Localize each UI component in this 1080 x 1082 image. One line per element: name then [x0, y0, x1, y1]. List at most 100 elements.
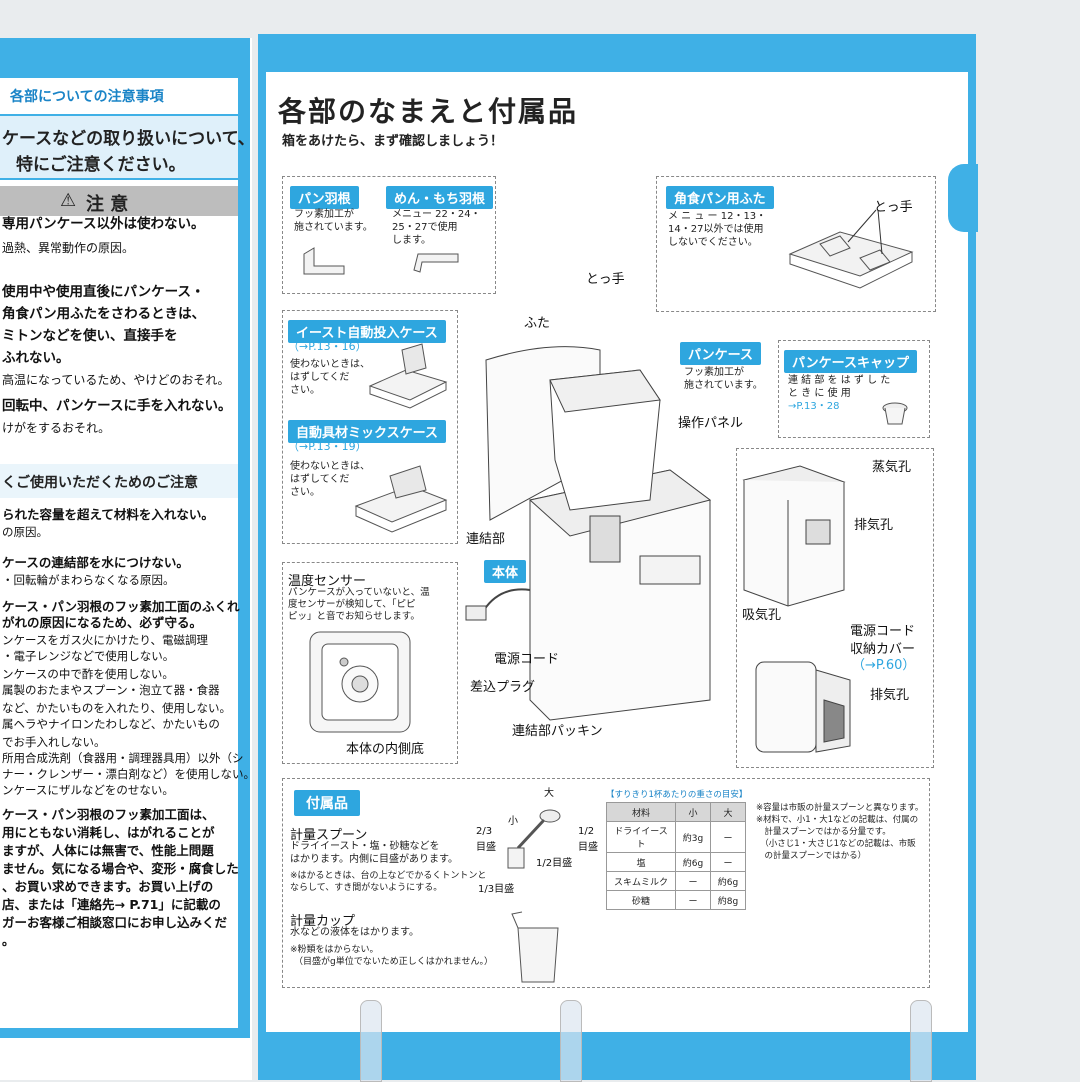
caution-icon: ⚠: [60, 190, 77, 211]
left-usage-line: ンケースをガス火にかけたり、電磁調理: [2, 633, 208, 647]
table-cell: ー: [675, 890, 711, 910]
yeast-label: イースト自動投入ケース: [288, 320, 446, 343]
mark-12: 1/2目盛: [536, 858, 573, 869]
kakushoku-desc-3: しないでください。: [668, 237, 758, 248]
label-link: 連結部: [466, 532, 506, 547]
rear-illustration: [742, 465, 846, 607]
rear-cord-cover-1: 電源コード: [850, 624, 916, 639]
table-cell: 約3g: [675, 821, 711, 853]
caution-label: 注 意: [86, 194, 129, 215]
spoon-illustration: [507, 809, 561, 869]
men-mochi-desc-3: します。: [392, 235, 431, 246]
stand-mid: [560, 1000, 582, 1082]
left-usage-line: 店、または「連絡先→ P.71」に記載の: [2, 897, 221, 912]
table-cell: 塩: [606, 852, 676, 872]
mix-desc-3: さい。: [290, 487, 320, 498]
temp-sensor-desc-3: ピッ」と音でお知らせします。: [288, 611, 420, 622]
left-usage-line: ンケースにザルなどをのせない。: [2, 783, 174, 797]
rear-cord-cover-2: 収納カバー: [850, 642, 916, 657]
left-usage-line: など、かたいものを入れたり、使用しない。: [2, 701, 231, 715]
kakushoku-label: 角食パン用ふた: [666, 186, 774, 209]
left-caution-line: 過熱、異常動作の原因。: [2, 241, 135, 255]
cap-desc-2: と き に 使 用: [788, 388, 851, 399]
label-pancase: パンケース: [680, 342, 762, 365]
stand-right: [910, 1000, 932, 1082]
left-section2-bar: くご使用いただくためのご注意: [0, 464, 238, 498]
label-handle: とっ手: [586, 272, 625, 287]
pancase-desc-2: 施されています。: [684, 380, 763, 391]
mark-12a: 1/2: [578, 826, 595, 837]
men-mochi-desc-2: 25・27で使用: [392, 222, 458, 233]
table-title: 【すりきり1杯あたりの重さの目安】: [606, 790, 748, 800]
temp-sensor-label: 温度センサー: [288, 574, 367, 589]
cup-title: 計量カップ: [290, 914, 356, 929]
inner-bottom-caption: 本体の内側底: [346, 742, 425, 757]
left-usage-line: ケース・パン羽根のフッ素加工面のふくれ: [2, 599, 240, 614]
left-caution-line: ふれない。: [2, 350, 70, 366]
bread-machine-illustration: [465, 346, 712, 721]
table-row: スキムミルクー約6g: [606, 871, 746, 891]
left-usage-line: ・電子レンジなどで使用しない。: [2, 649, 175, 663]
label-packing: 連結部パッキン: [512, 724, 603, 739]
accessory-note-line: （小さじ1・大さじ1などの記載は、市販: [756, 839, 916, 849]
table-cell: ー: [710, 821, 746, 853]
left-heading-box: ケースなどの取り扱いについて、 特にご注意ください。: [0, 114, 255, 180]
spoon-desc-2: はかります。内側に目盛があります。: [290, 854, 458, 865]
temp-sensor-desc-1: パンケースが入っていないと、温: [288, 587, 430, 598]
kakushoku-handle-label: とっ手: [874, 200, 913, 215]
left-usage-line: 属ヘラやナイロンたわしなど、かたいもの: [2, 717, 220, 731]
pan-hane-label: パン羽根: [290, 186, 359, 209]
mark-23: 2/3: [476, 826, 493, 837]
table-cell: ドライイースト: [606, 821, 676, 853]
cup-note-2: （目盛がg単位でないため正しくはかれません。）: [294, 957, 493, 967]
left-caution-line: けがをするおそれ。: [2, 421, 111, 435]
yeast-case-illustration: [368, 343, 448, 409]
left-heading-2: 特にご注意ください。: [16, 155, 186, 175]
kakushoku-lid-illustration: [788, 209, 914, 289]
yeast-ref: （→P.13・16）: [288, 340, 367, 353]
left-caution-line: 使用中や使用直後にパンケース・: [2, 284, 205, 300]
accessories-label: 付属品: [294, 790, 360, 816]
kakushoku-desc-1: メ ニ ュ ー 12・13・: [668, 211, 767, 222]
cap-label: パンケースキャップ: [784, 350, 918, 373]
left-usage-line: ケース・パン羽根のフッ素加工面は、: [2, 807, 215, 822]
pan-hane-desc-2: 施されています。: [294, 222, 373, 233]
left-usage-line: の原因。: [2, 525, 48, 539]
left-usage-line: ナー・クレンザー・漂白剤など）を使用しない。: [2, 767, 255, 781]
mark-large: 大: [544, 788, 554, 799]
left-caution-line: 角食パン用ふたをさわるときは、: [2, 306, 206, 322]
mark-12ab: 目盛: [578, 842, 598, 853]
rear-exhaust-2: 排気孔: [870, 688, 910, 703]
label-lid: ふた: [524, 316, 551, 331]
mark-23b: 目盛: [476, 842, 496, 853]
cup-note-1: ※粉類をはからない。: [290, 945, 379, 955]
left-usage-line: ンケースの中で酢を使用しない。: [2, 667, 174, 681]
cup-desc: 水などの液体をはかります。: [290, 927, 419, 938]
left-caution-line: 回転中、パンケースに手を入れない。: [2, 398, 232, 414]
label-plug: 差込プラグ: [470, 680, 536, 695]
yeast-desc-2: はずしてくだ: [290, 372, 350, 383]
cap-desc-1: 連 結 部 を は ず し た: [788, 375, 891, 386]
left-usage-line: 用にともない消耗し、はがれることが: [2, 825, 215, 840]
table-cell: 約8g: [710, 890, 746, 910]
table-cell: 約6g: [675, 852, 711, 872]
spoon-title: 計量スプーン: [290, 828, 368, 843]
caution-bar: ⚠ 注 意: [0, 186, 238, 216]
spoon-note-2: ならして、すき間がないようにする。: [290, 883, 443, 893]
page-title: 各部のなまえと付属品: [278, 95, 579, 128]
cap-desc-3: →P.13・28: [788, 401, 840, 412]
yeast-desc-1: 使わないときは、: [290, 359, 370, 370]
mix-desc-2: はずしてくだ: [290, 474, 350, 485]
table-cell: ー: [675, 871, 711, 891]
left-header-text: 各部についての注意事項: [10, 89, 164, 105]
inner-bottom-illustration: [309, 631, 411, 733]
rear-cord-cover-ref: （→P.60）: [852, 658, 916, 673]
spoon-note-1: ※はかるときは、台の上などでかるくトントンと: [290, 871, 487, 881]
kakushoku-desc-2: 14・27以外では使用: [668, 224, 764, 235]
mark-small: 小: [508, 816, 518, 827]
left-usage-line: ますが、人体には無害で、性能上問題: [2, 843, 214, 858]
left-caution-line: 専用パンケース以外は使わない。: [2, 216, 205, 232]
table-cell: 約6g: [710, 871, 746, 891]
page-subtitle: 箱をあけたら、まず確認しましょう！: [282, 134, 504, 149]
